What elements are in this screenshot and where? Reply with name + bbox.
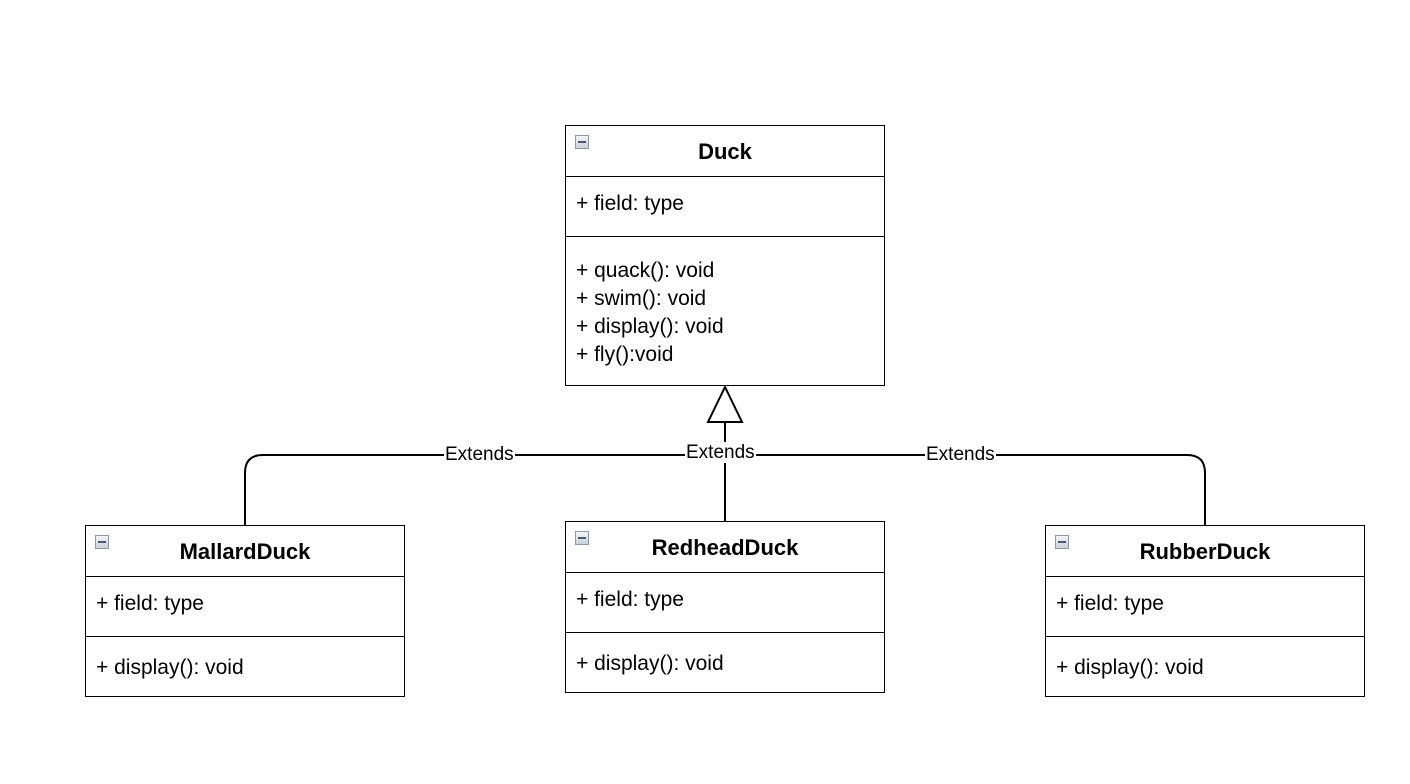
extends-connector-mallard[interactable]: [244, 454, 725, 525]
attributes-compartment: + field: type: [566, 573, 884, 633]
operations-compartment: + display(): void: [1046, 637, 1364, 695]
operation-row[interactable]: + display(): void: [576, 652, 724, 675]
class-box-redhead-duck[interactable]: RedheadDuck + field: type + display(): v…: [565, 521, 885, 693]
class-name: MallardDuck: [179, 539, 311, 564]
extends-connector-rubber[interactable]: [725, 454, 1206, 525]
collapse-icon[interactable]: [95, 535, 109, 549]
collapse-icon[interactable]: [575, 531, 589, 545]
class-name: RedheadDuck: [651, 535, 799, 560]
operation-row[interactable]: + fly():void: [576, 343, 674, 366]
attribute-row[interactable]: + field: type: [576, 192, 684, 215]
class-header: RubberDuck: [1046, 526, 1364, 577]
collapse-icon[interactable]: [1055, 535, 1069, 549]
class-header: RedheadDuck: [566, 522, 884, 573]
operation-row[interactable]: + display(): void: [96, 656, 244, 679]
operations-compartment: + display(): void: [86, 637, 404, 695]
edge-label-mallard-extends: Extends: [444, 444, 515, 465]
attribute-row[interactable]: + field: type: [576, 588, 684, 611]
class-box-rubber-duck[interactable]: RubberDuck + field: type + display(): vo…: [1045, 525, 1365, 697]
operation-row[interactable]: + swim(): void: [576, 287, 707, 310]
class-name: RubberDuck: [1139, 539, 1271, 564]
class-name: Duck: [698, 139, 752, 164]
generalization-arrowhead: [706, 384, 744, 423]
attribute-row[interactable]: + field: type: [1056, 592, 1164, 615]
operation-row[interactable]: + display(): void: [1056, 656, 1204, 679]
operation-row[interactable]: + display(): void: [576, 315, 724, 338]
attributes-compartment: + field: type: [1046, 577, 1364, 637]
edge-label-rubber-extends: Extends: [925, 444, 996, 465]
edge-label-redhead-extends: Extends: [685, 442, 756, 463]
class-box-duck[interactable]: Duck + field: type + quack(): void + swi…: [565, 125, 885, 386]
class-header: Duck: [566, 126, 884, 177]
attributes-compartment: + field: type: [86, 577, 404, 637]
operation-row[interactable]: + quack(): void: [576, 259, 715, 282]
class-box-mallard-duck[interactable]: MallardDuck + field: type + display(): v…: [85, 525, 405, 697]
class-header: MallardDuck: [86, 526, 404, 577]
attribute-row[interactable]: + field: type: [96, 592, 204, 615]
operations-compartment: + quack(): void + swim(): void + display…: [566, 237, 884, 369]
attributes-compartment: + field: type: [566, 177, 884, 237]
operations-compartment: + display(): void: [566, 633, 884, 691]
collapse-icon[interactable]: [575, 135, 589, 149]
